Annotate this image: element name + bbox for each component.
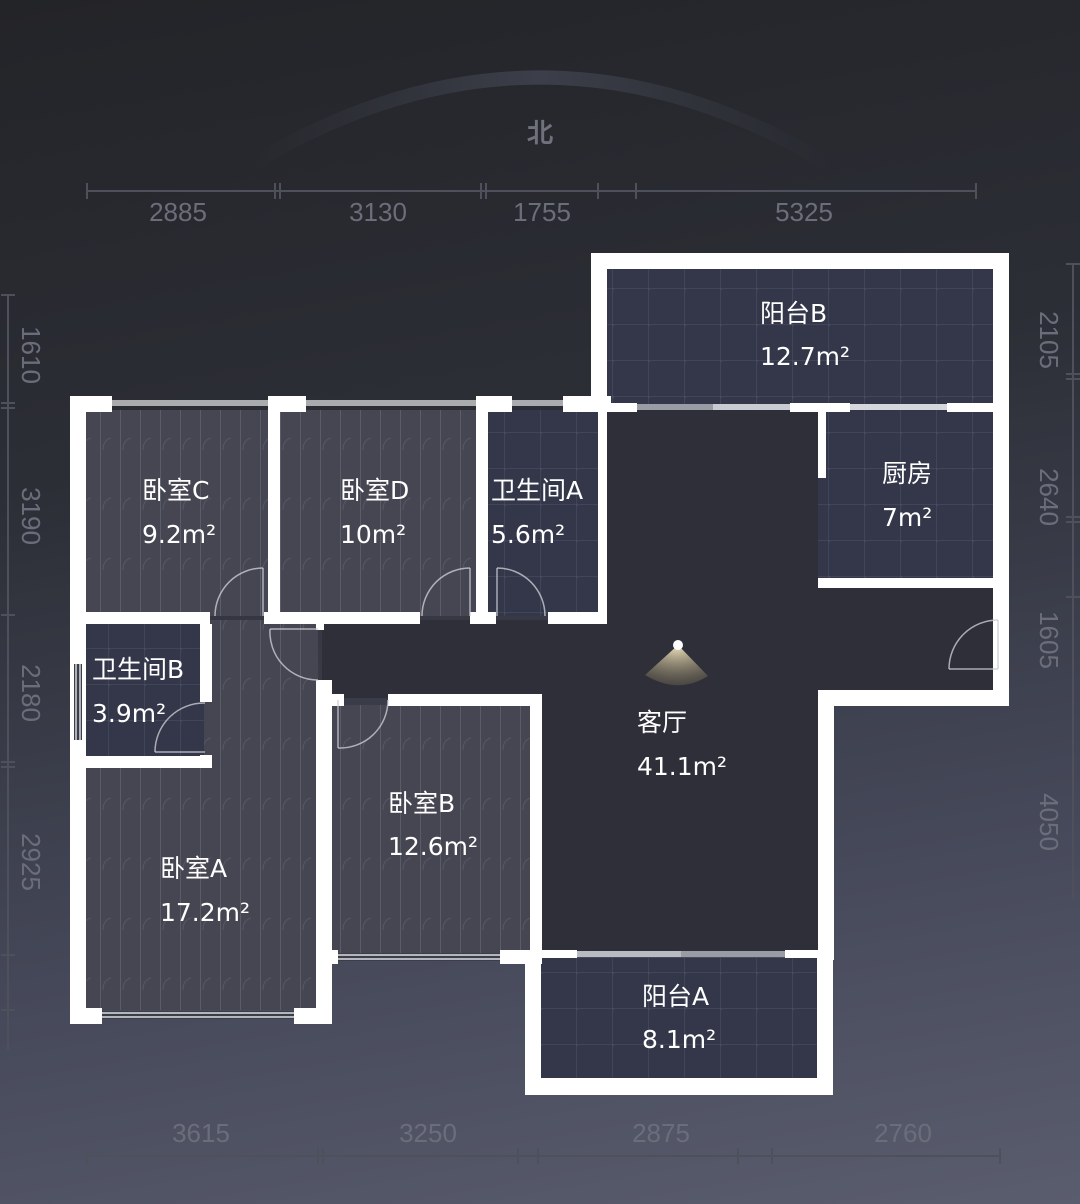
room-area: 8.1m² [642,1025,716,1054]
dim-right-2: 2640 [1034,468,1064,526]
kitchen-floor[interactable] [818,410,994,580]
living-room-floor-lower [540,690,620,952]
room-label-bedroom-a: 卧室A 17.2m² [160,854,250,927]
dim-right-1: 2105 [1034,311,1064,369]
north-label: 北 [527,119,553,149]
room-area: 9.2m² [142,520,216,549]
bedroom-c-floor[interactable] [86,410,270,616]
room-label-balcony-b: 阳台B 12.7m² [760,299,850,371]
dim-left-2: 3190 [16,487,46,545]
dim-top-2: 3130 [349,197,407,227]
balcony-b-floor[interactable] [607,268,994,404]
door-bedroom-d[interactable] [421,567,471,617]
room-label-bedroom-d: 卧室D 10m² [340,476,409,549]
dim-top-4: 5325 [775,197,833,227]
top-dimension-bar: 2885 3130 1755 5325 [86,183,977,227]
viewpoint-cone-icon [645,645,708,686]
bedroom-d-floor[interactable] [280,410,476,616]
living-room-floor-main [606,410,818,955]
living-room-floor-entry [818,588,994,700]
room-label-balcony-a: 阳台A 8.1m² [642,982,716,1054]
dim-top-1: 2885 [149,197,207,227]
dim-bottom-2: 3250 [399,1118,457,1148]
dim-right-4: 4050 [1034,793,1064,851]
right-dimension-bar: 2105 2640 1605 4050 [1034,263,1080,900]
dim-top-3: 1755 [513,197,571,227]
bathroom-b-floor[interactable] [86,624,204,758]
room-name: 卧室B [388,789,455,818]
room-label-bathroom-b: 卫生间B 3.9m² [92,655,184,728]
room-name: 卧室C [142,476,209,505]
room-label-kitchen: 厨房 7m² [882,459,932,532]
dim-left-4: 2925 [16,833,46,891]
bottom-dimension-bar: 3615 3250 2875 2760 [86,1118,1001,1164]
viewpoint-marker[interactable] [645,640,708,686]
living-room-floor-hall [322,620,612,698]
dim-bottom-4: 2760 [874,1118,932,1148]
room-area: 10m² [340,520,406,549]
room-name: 厨房 [882,459,932,488]
room-area: 12.7m² [760,342,850,371]
room-name: 阳台B [760,299,827,328]
room-name: 卧室A [160,854,227,883]
room-area: 41.1m² [637,752,727,781]
room-name: 客厅 [637,708,687,737]
room-label-bedroom-b: 卧室B 12.6m² [388,789,478,861]
room-name: 卧室D [340,476,409,505]
dim-left-1: 1610 [16,326,46,384]
room-label-bedroom-c: 卧室C 9.2m² [142,476,216,549]
room-area: 17.2m² [160,898,250,927]
doors [154,567,999,753]
door-bedroom-b[interactable] [337,699,389,749]
room-label-living-room: 客厅 41.1m² [637,708,727,781]
door-entrance[interactable] [948,619,999,670]
left-dimension-bar: 1610 3190 2180 2925 [1,294,46,1050]
viewpoint-dot [673,640,683,650]
room-name: 阳台A [642,982,709,1011]
walls [70,253,1009,1095]
dim-bottom-1: 3615 [172,1118,230,1148]
balcony-a-floor[interactable] [541,958,817,1078]
room-area: 7m² [882,503,932,532]
room-label-bathroom-a: 卫生间A 5.6m² [491,476,583,549]
door-bathroom-a[interactable] [496,567,546,617]
dim-left-3: 2180 [16,664,46,722]
room-area: 12.6m² [388,832,478,861]
compass-arc [246,70,834,171]
room-area: 3.9m² [92,699,166,728]
dim-right-3: 1605 [1034,611,1064,669]
room-area: 5.6m² [491,520,565,549]
room-name: 卫生间A [491,476,583,505]
bathroom-a-floor[interactable] [488,410,598,616]
door-bedroom-a[interactable] [269,628,319,681]
door-bathroom-b[interactable] [154,702,206,753]
dim-bottom-3: 2875 [632,1118,690,1148]
bedroom-b-floor[interactable] [330,705,532,955]
door-bedroom-c[interactable] [214,567,264,617]
room-name: 卫生间B [92,655,184,684]
